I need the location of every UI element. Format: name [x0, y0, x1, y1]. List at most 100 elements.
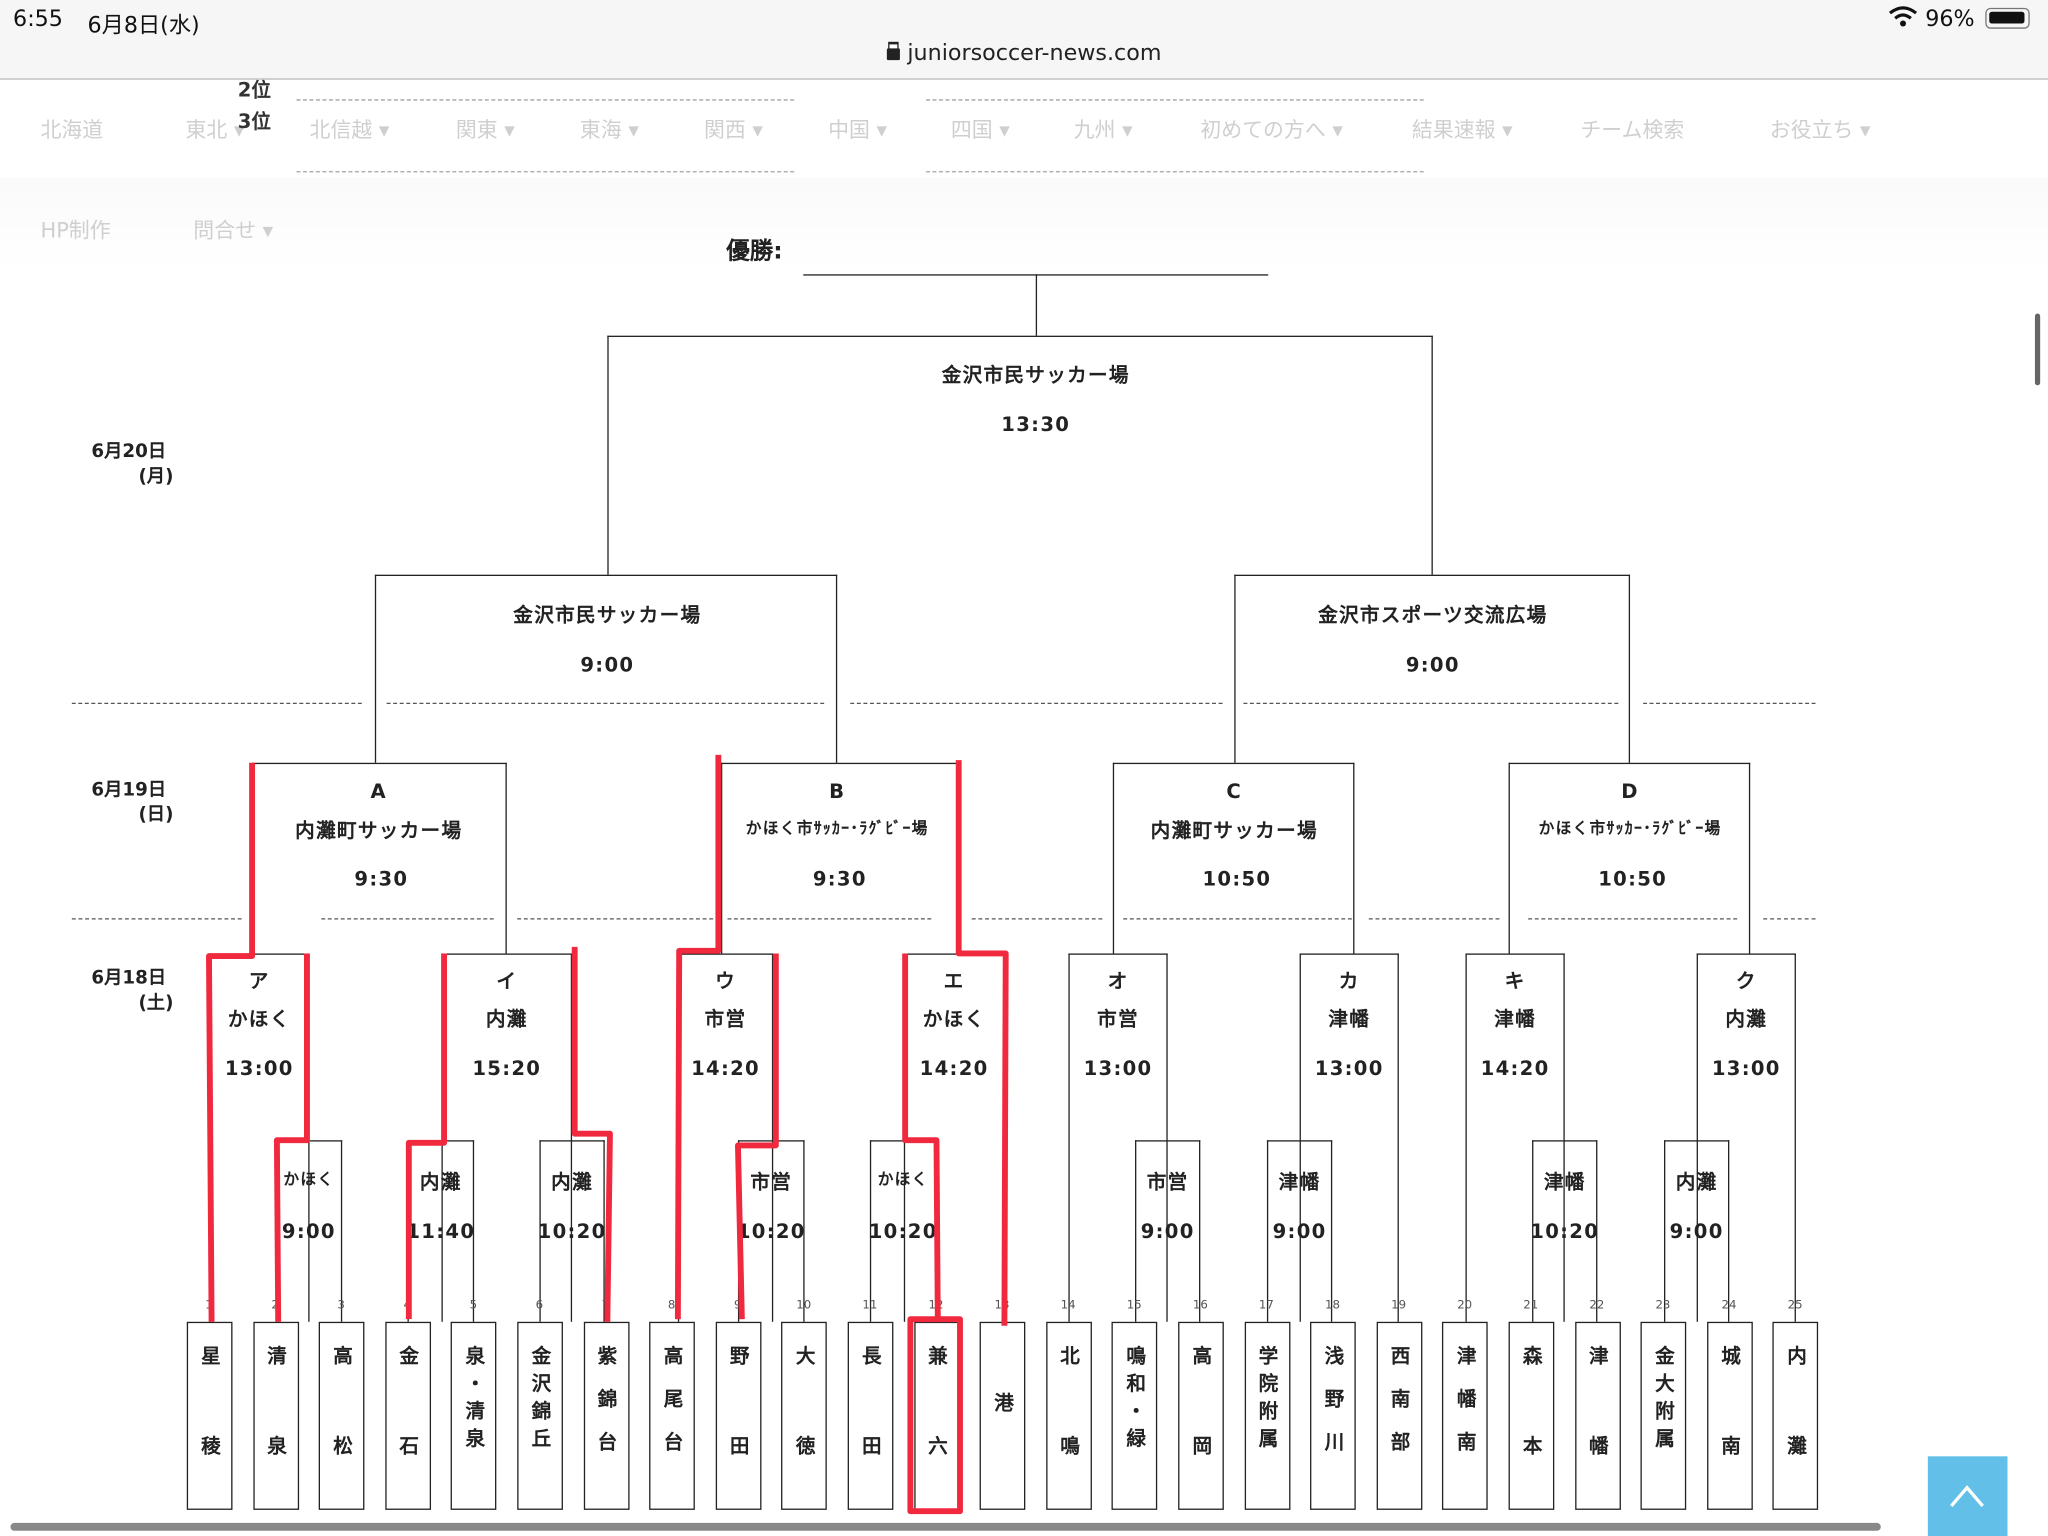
- round2-time: 13:00: [1083, 1056, 1153, 1081]
- semifinal-venue: 金沢市スポーツ交流広場: [1318, 603, 1548, 627]
- horizontal-scrollbar[interactable]: [10, 1522, 1881, 1531]
- team-slot: 津幡: [1574, 1321, 1621, 1526]
- round1-time: 10:20: [1530, 1219, 1600, 1244]
- round1-venue: かほく: [283, 1170, 335, 1189]
- team-name: 清泉: [264, 1345, 289, 1526]
- team-name: 金大附属: [1652, 1345, 1676, 1456]
- round1-match: [1532, 1140, 1598, 1322]
- round-separator: [1528, 918, 1738, 920]
- round2-match: [1068, 953, 1168, 1322]
- team-seed-number: 24: [1721, 1299, 1737, 1313]
- team-name: 高松: [330, 1345, 355, 1526]
- team-name: 学院附属: [1255, 1345, 1280, 1456]
- final-stem: [1035, 274, 1038, 336]
- final-time: 13:30: [1001, 412, 1071, 437]
- team-seed-number: 16: [1192, 1299, 1208, 1313]
- team-slot: 森本: [1508, 1321, 1555, 1526]
- nav-item[interactable]: 東北 ▾: [185, 117, 245, 143]
- red-highlight-stroke: [955, 760, 1009, 1326]
- final-match: [607, 335, 1433, 575]
- nav-item[interactable]: 北信越 ▾: [309, 117, 390, 143]
- chevron-up-icon: [1950, 1485, 1984, 1508]
- round2-venue: かほく: [922, 1007, 986, 1031]
- team-seed-number: 2: [271, 1299, 279, 1313]
- team-seed-number: 19: [1391, 1299, 1407, 1313]
- team-name: 高尾台: [661, 1345, 685, 1475]
- team-seed-number: 20: [1457, 1299, 1473, 1313]
- battery-icon: [1985, 7, 2030, 29]
- team-name: 高岡: [1189, 1345, 1214, 1526]
- team-slot: 高松: [318, 1321, 365, 1526]
- round1-time: 10:20: [736, 1219, 806, 1244]
- nav-item[interactable]: HP制作: [40, 218, 111, 243]
- team-slot: 内灘: [1772, 1321, 1819, 1526]
- quarterfinal-letter: D: [1621, 779, 1639, 804]
- team-name: 大徳: [793, 1345, 817, 1526]
- nav-item[interactable]: 結果速報 ▾: [1411, 117, 1513, 143]
- round2-time: 13:00: [224, 1056, 294, 1081]
- nav-item[interactable]: 初めての方へ ▾: [1200, 117, 1343, 143]
- team-seed-number: 3: [337, 1299, 345, 1313]
- nav-item[interactable]: 東海 ▾: [579, 117, 639, 143]
- round2-venue: かほく: [227, 1007, 291, 1031]
- round1-time: 10:20: [868, 1219, 938, 1244]
- nav-item[interactable]: チーム検索: [1580, 117, 1685, 143]
- team-name: 森本: [1520, 1345, 1544, 1526]
- lock-icon: [886, 48, 900, 61]
- round-separator: [1123, 918, 1352, 920]
- team-name: 泉・清泉: [462, 1345, 487, 1456]
- round-separator: [386, 702, 825, 704]
- round-separator: [971, 918, 1103, 920]
- nav-item[interactable]: 関西 ▾: [703, 117, 763, 143]
- quarterfinal-time: 9:30: [812, 867, 867, 891]
- round2-match: [1299, 953, 1399, 1322]
- team-seed-number: 15: [1126, 1299, 1142, 1313]
- nav-item[interactable]: お役立ち ▾: [1769, 117, 1871, 143]
- rank-3-label: 3位: [237, 109, 271, 134]
- team-slot: 津幡南: [1442, 1321, 1489, 1510]
- round-separator: [517, 918, 714, 920]
- vertical-scrollbar[interactable]: [2034, 313, 2041, 386]
- round2-venue: 津幡: [1328, 1007, 1371, 1031]
- team-name: 金石: [396, 1345, 421, 1526]
- nav-item[interactable]: 中国 ▾: [828, 117, 888, 143]
- address-bar[interactable]: juniorsoccer-news.com: [0, 39, 2048, 80]
- red-highlight-stroke: [571, 946, 613, 1322]
- status-bar: 6:55 6月8日(水) 96%: [0, 0, 2048, 39]
- round2-letter: ウ: [715, 969, 737, 993]
- nav-item[interactable]: 九州 ▾: [1073, 117, 1133, 143]
- round1-venue: 津幡: [1278, 1170, 1321, 1194]
- quarterfinal-letter: A: [370, 779, 388, 804]
- round-separator: [321, 918, 494, 920]
- red-highlight-stroke: [405, 953, 448, 1320]
- team-name: 城南: [1718, 1345, 1743, 1526]
- round2-letter: キ: [1504, 969, 1526, 993]
- scroll-to-top-button[interactable]: [1927, 1456, 2008, 1536]
- round2-time: 13:00: [1314, 1056, 1384, 1081]
- team-seed-number: 25: [1787, 1299, 1803, 1313]
- semifinal-time: 9:00: [580, 653, 635, 677]
- team-slot: 泉・清泉: [451, 1321, 497, 1510]
- semifinal-match: [374, 574, 838, 763]
- round-separator: [1243, 702, 1619, 704]
- round2-match: [1465, 953, 1565, 1322]
- team-seed-number: 6: [535, 1299, 544, 1313]
- nav-item[interactable]: 関東 ▾: [455, 117, 515, 143]
- team-seed-number: 5: [469, 1299, 478, 1313]
- team-name: 金沢錦丘: [528, 1345, 553, 1456]
- quarterfinal-match: [1508, 762, 1751, 954]
- nav-item[interactable]: 北海道: [40, 117, 104, 143]
- semifinal-time: 9:00: [1405, 653, 1460, 677]
- round2-letter: カ: [1338, 969, 1360, 993]
- round1-time: 11:40: [406, 1219, 476, 1244]
- team-seed-number: 18: [1325, 1299, 1340, 1313]
- round1-time: 9:00: [1140, 1219, 1195, 1244]
- round2-time: 14:20: [691, 1056, 760, 1081]
- team-slot: 西南部: [1376, 1321, 1423, 1510]
- team-slot: 浅野川: [1310, 1321, 1356, 1510]
- nav-item[interactable]: 問合せ ▾: [193, 218, 274, 243]
- round1-venue: かほく: [877, 1170, 929, 1189]
- nav-item[interactable]: 四国 ▾: [950, 117, 1010, 143]
- round1-venue: 内灘: [551, 1170, 593, 1194]
